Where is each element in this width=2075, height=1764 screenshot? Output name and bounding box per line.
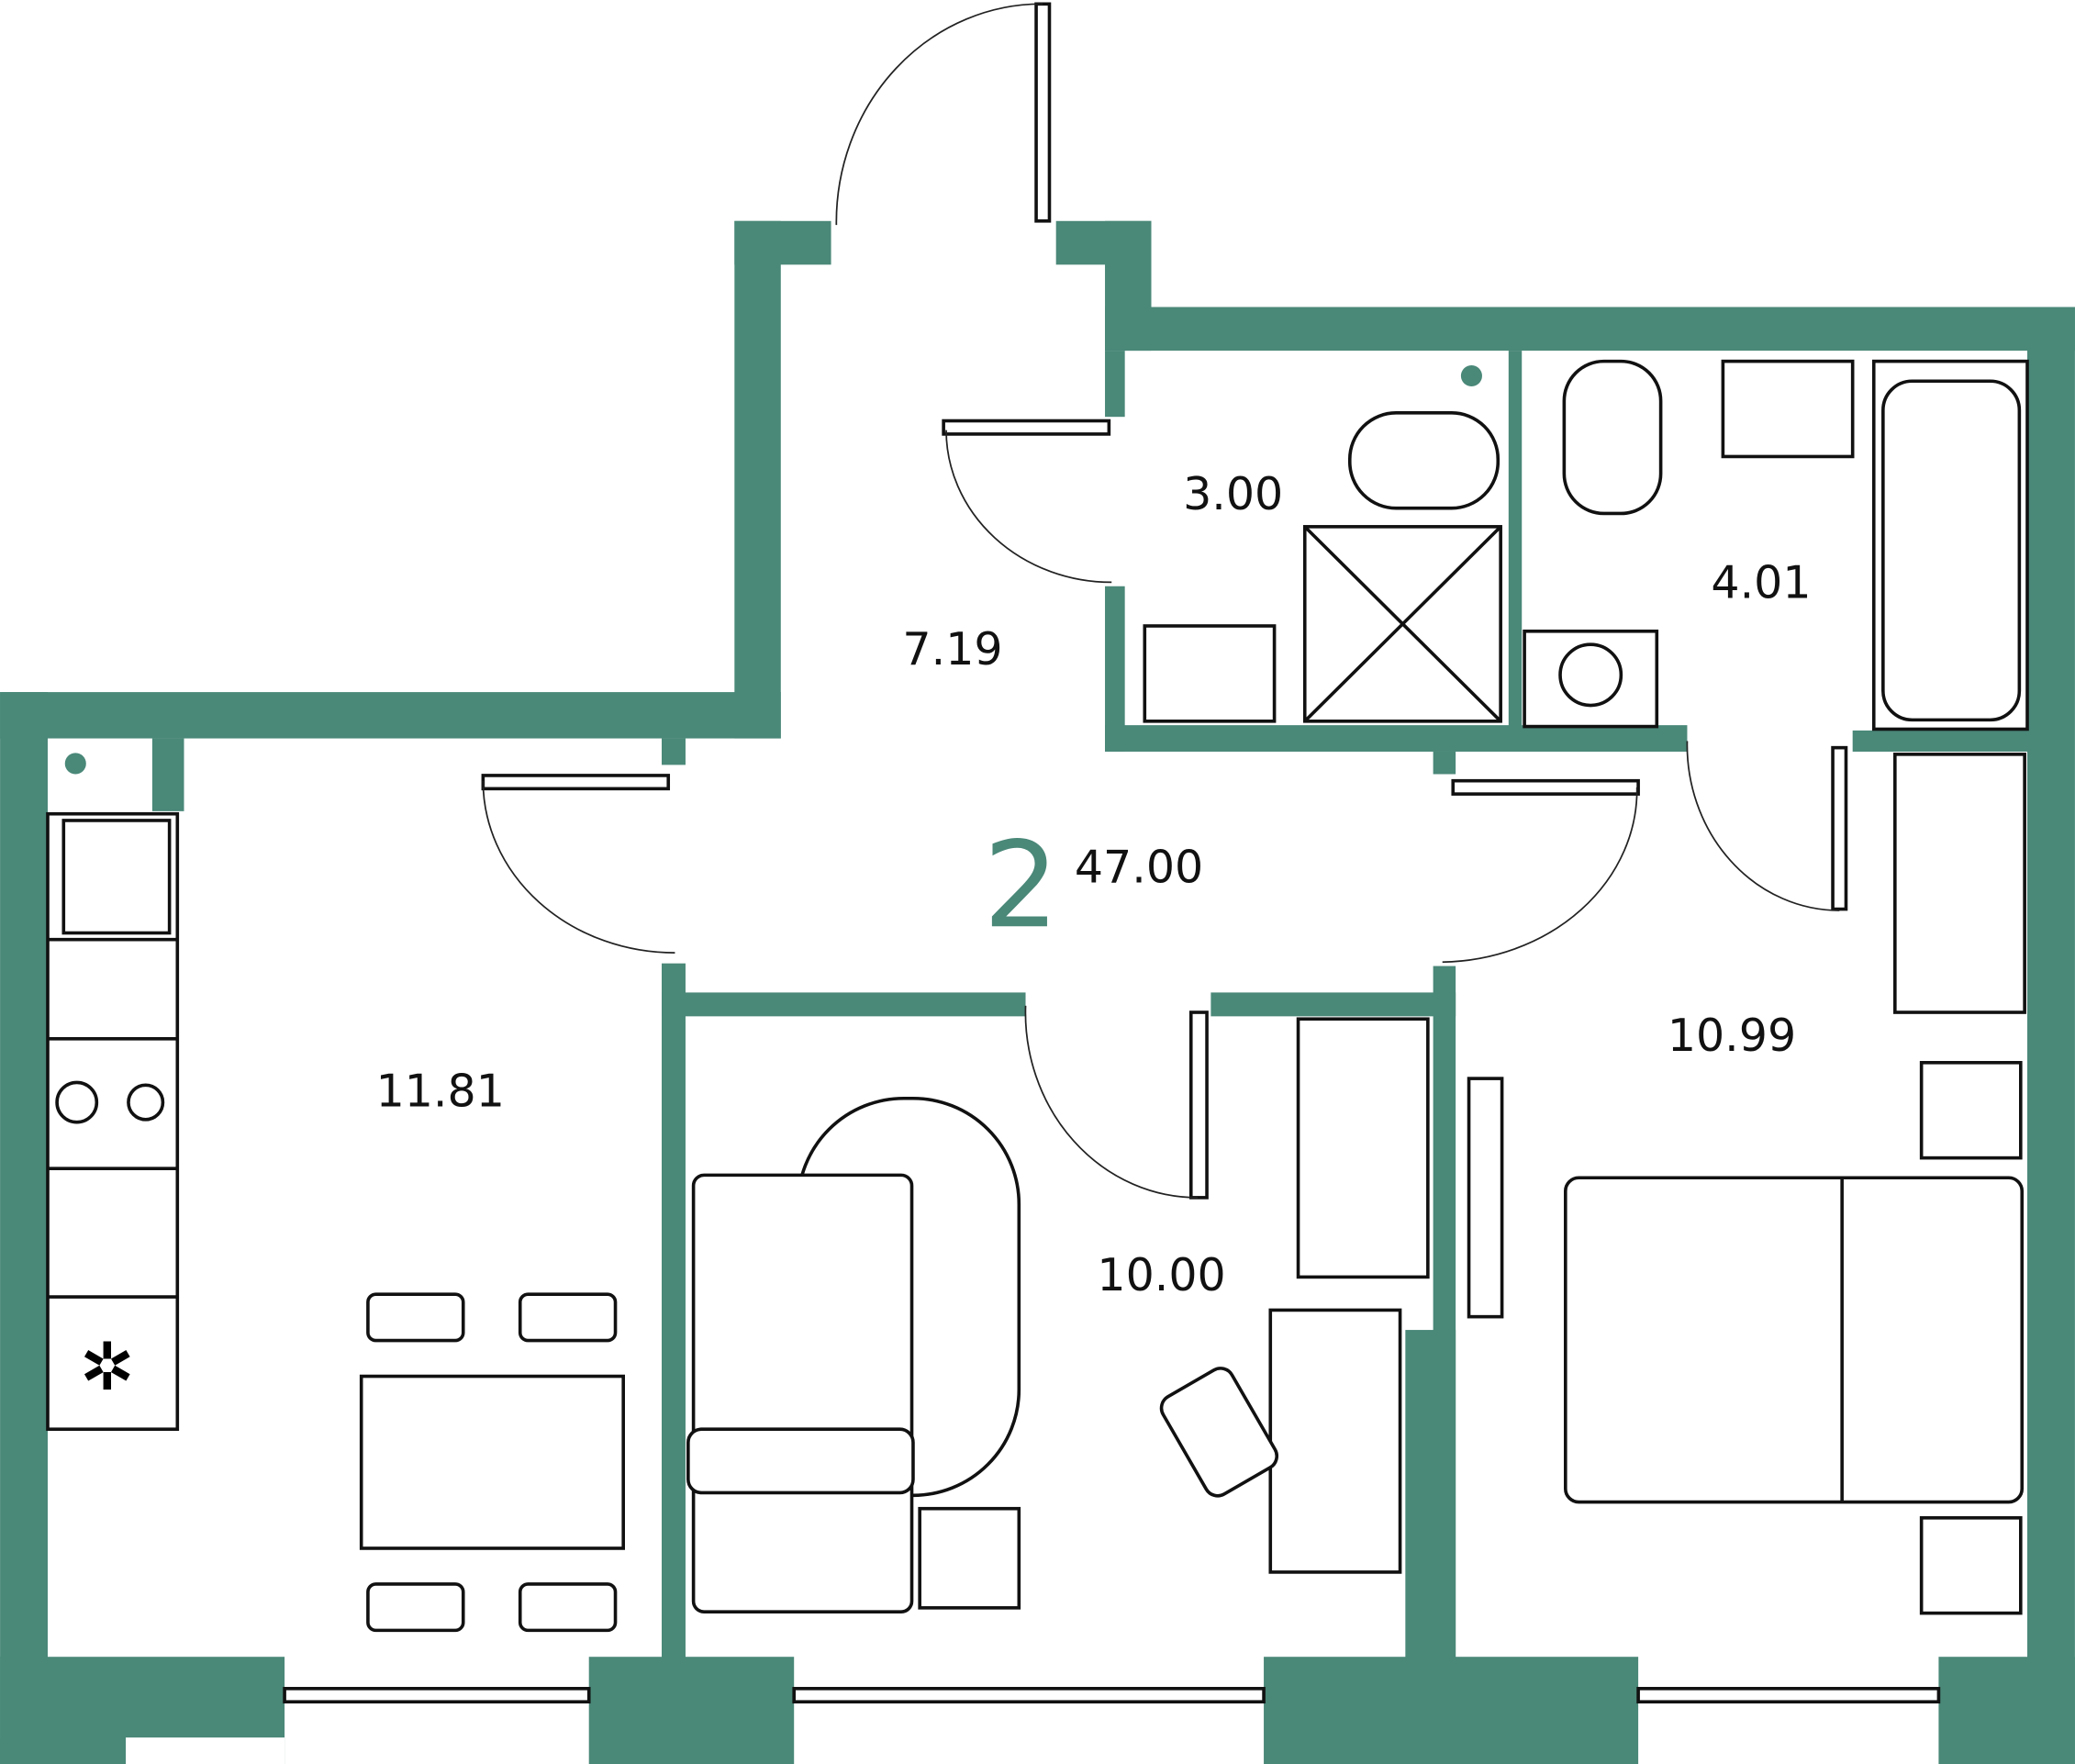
area-bathroom: 4.01 [1711,556,1811,609]
area-bedroom: 10.99 [1668,1009,1796,1062]
walls [0,220,2075,1764]
furniture: ✲ [46,359,2029,1633]
area-living-room: 10.00 [1097,1248,1225,1301]
freezer-icon: ✲ [80,1331,135,1404]
windows [283,1687,1941,1704]
area-wc: 3.00 [1183,467,1283,520]
area-kitchen: 11.81 [376,1064,505,1117]
total-area: 47.00 [1075,841,1203,894]
area-hall: 7.19 [902,622,1002,675]
doors [481,2,1848,1200]
room-count: 2 [983,816,1059,955]
